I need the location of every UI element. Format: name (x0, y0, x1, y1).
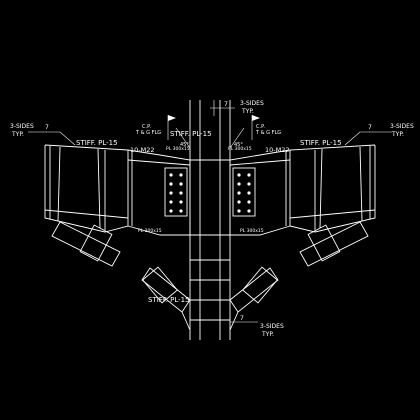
left-diagonal-brace (51, 221, 121, 267)
left-outer-beam (44, 144, 129, 233)
typ-bottom-label: TYP. (261, 331, 274, 338)
typ-right-label: TYP. (391, 131, 404, 138)
weld-bottom-size: 7 (240, 315, 244, 322)
stiff-bottom-label: STIFF. PL-15 (148, 296, 190, 304)
plate-right-bottom: PL 300x15 (240, 228, 264, 234)
lower-right-brace (229, 266, 279, 331)
angle-left-label: 45° (180, 142, 189, 148)
typ-left-label: TYP. (11, 131, 24, 138)
bolt-holes (168, 115, 260, 213)
cp-left-note: T & G FLG (135, 130, 161, 136)
weld-bottom-label: 3-SIDES (260, 323, 284, 330)
stiff-right-label: STIFF. PL-15 (300, 139, 342, 147)
stiff-center-label: STIFF. PL-15 (170, 130, 212, 138)
weld-right-size: 7 (368, 124, 372, 131)
cp-right-note: T & G FLG (255, 130, 281, 136)
left-end-plate (164, 167, 188, 217)
lower-left-brace (141, 266, 191, 331)
right-outer-beam (289, 144, 376, 233)
plate-left-top: PL 300x15 (166, 146, 190, 152)
weld-top-size: 7 (224, 101, 228, 108)
weld-left-label: 3-SIDES (10, 123, 34, 130)
plate-right-top: PL 300x15 (228, 146, 252, 152)
stiff-left-label: STIFF. PL-15 (76, 139, 118, 147)
cp-left-label: C.P. (142, 124, 151, 130)
weld-left-size: 7 (45, 124, 49, 131)
weld-top-label: 3-SIDES (240, 100, 264, 107)
cp-right-label: C.P. (256, 124, 265, 130)
plate-left-bottom: PL 300x15 (138, 228, 162, 234)
angle-right-label: 45° (234, 142, 243, 148)
right-end-plate (232, 167, 256, 217)
bolts-right-label: 10-M22 (265, 146, 290, 154)
typ-top-label: TYP. (241, 108, 254, 115)
weld-right-label: 3-SIDES (390, 123, 414, 130)
bolts-left-label: 10-M22 (130, 146, 155, 154)
right-diagonal-brace (299, 221, 369, 267)
